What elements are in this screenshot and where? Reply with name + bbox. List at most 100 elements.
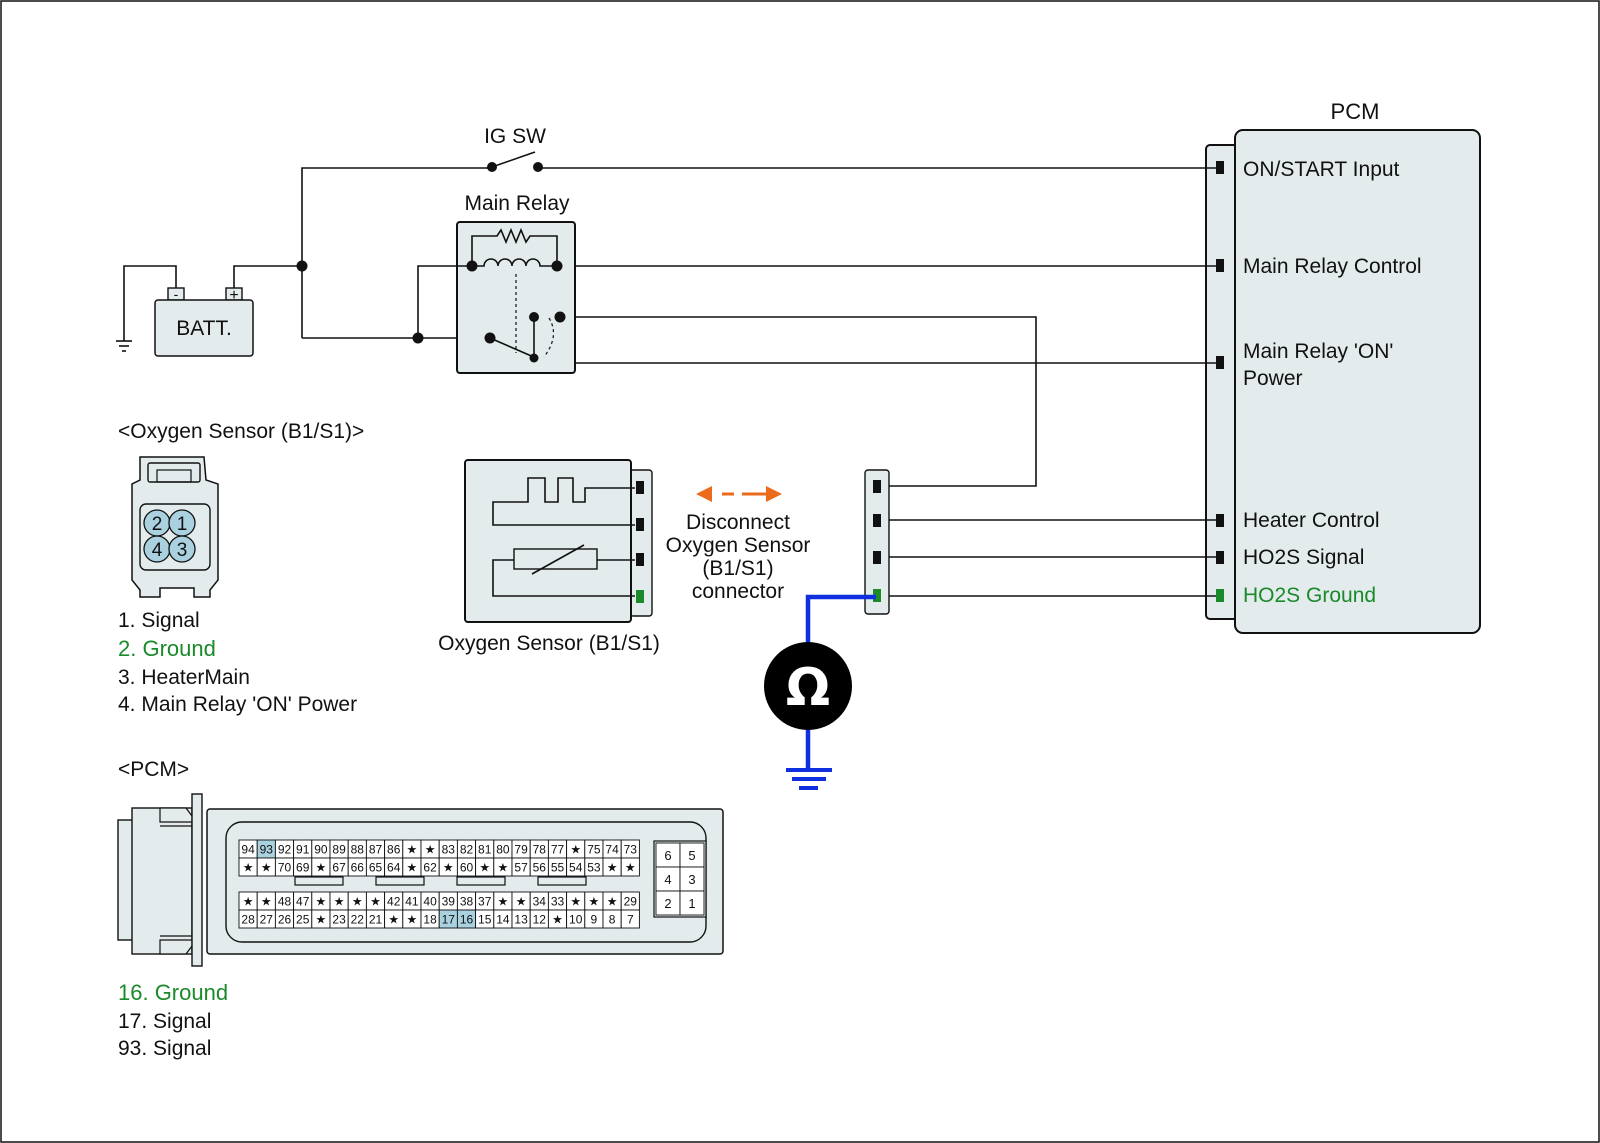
sensor-connector-title: <Oxygen Sensor (B1/S1)> bbox=[118, 420, 364, 443]
battery: - + BATT. bbox=[154, 286, 254, 357]
pcm-label-main-relay-control: Main Relay Control bbox=[1243, 255, 1422, 278]
pcm-pin-label: ★ bbox=[425, 843, 436, 857]
arrow-right-icon bbox=[766, 486, 782, 502]
pcm-small-pin-cell bbox=[655, 890, 681, 916]
pcm-pin-label: ★ bbox=[498, 895, 509, 909]
pcm-connector-side-tab-top bbox=[159, 807, 193, 823]
pcm-pin-main-relay-control bbox=[1216, 259, 1224, 272]
pcm-small-pin-cell bbox=[679, 866, 705, 892]
sensor-heater-element bbox=[492, 477, 635, 526]
pcm-pin-main-relay-power bbox=[1216, 356, 1224, 369]
pcm-pin-label: 64 bbox=[387, 861, 401, 875]
relay-contact-pivot bbox=[484, 332, 496, 344]
ohm-symbol: Ω bbox=[786, 658, 830, 718]
pcm-housing bbox=[1234, 129, 1481, 634]
oxygen-sensor: Oxygen Sensor (B1/S1) bbox=[438, 459, 660, 655]
pcm-small-pin-label: 6 bbox=[664, 848, 671, 863]
pcm-small-pin-cell bbox=[655, 842, 681, 868]
pcm-pin-ho2s-signal bbox=[1216, 551, 1224, 564]
sensor-pin-3-label: 3 bbox=[177, 540, 188, 561]
pcm-small-pin-label: 1 bbox=[688, 896, 695, 911]
pcm-pin-label: ★ bbox=[316, 861, 327, 875]
pcm-pin-label: ★ bbox=[388, 913, 399, 927]
oxygen-sensor-connector: <Oxygen Sensor (B1/S1)> 2 1 4 3 1. Signa… bbox=[118, 420, 364, 716]
pcm-small-pin-label: 3 bbox=[688, 872, 695, 887]
pcm-label-on-start: ON/START Input bbox=[1243, 158, 1400, 181]
pcm-pin-label: 13 bbox=[514, 913, 528, 927]
pcm-pin-label: ★ bbox=[552, 913, 563, 927]
relay-coil-terminal-1 bbox=[466, 260, 478, 272]
pcm-pin-label: ★ bbox=[479, 861, 490, 875]
ohmmeter-icon bbox=[764, 642, 852, 730]
battery-label: BATT. bbox=[176, 317, 232, 340]
harness-pin-1 bbox=[873, 480, 881, 493]
sensor-pin-1-label: 1 bbox=[177, 514, 188, 535]
sensor-caption: Oxygen Sensor (B1/S1) bbox=[438, 632, 660, 655]
pcm-pin-label: ★ bbox=[261, 861, 272, 875]
relay-coil-terminal-2 bbox=[551, 260, 563, 272]
battery-body bbox=[154, 299, 254, 357]
arrow-left-icon bbox=[696, 486, 712, 502]
pcm-pin-cell bbox=[620, 857, 640, 877]
sensor-legend-4: 4. Main Relay 'ON' Power bbox=[118, 693, 357, 716]
harness-connector bbox=[864, 469, 890, 615]
pcm-pin-label: 65 bbox=[369, 861, 383, 875]
pcm-pin-label: 21 bbox=[369, 913, 383, 927]
pcm-connector-title: <PCM> bbox=[118, 758, 189, 781]
pcm-small-pin-label: 5 bbox=[688, 848, 695, 863]
pcm-pin-label: ★ bbox=[261, 895, 272, 909]
harness-pin-3 bbox=[873, 551, 881, 564]
pcm-pin-label: 48 bbox=[278, 895, 292, 909]
pcm-pin-label: 78 bbox=[533, 843, 547, 857]
pcm-key-slot-3 bbox=[456, 876, 506, 886]
pcm-pin-label: 54 bbox=[569, 861, 583, 875]
ig-switch-contact-2 bbox=[533, 162, 543, 172]
battery-plus-sign: + bbox=[229, 287, 238, 304]
wire-relay-coil-feed bbox=[417, 265, 472, 338]
pcm-pin-label: 92 bbox=[278, 843, 292, 857]
harness-pin-2 bbox=[873, 514, 881, 527]
relay-output-terminal bbox=[554, 311, 566, 323]
pcm-pin-label: 7 bbox=[627, 913, 634, 927]
disconnect-line-3: (B1/S1) bbox=[702, 557, 773, 580]
pcm-pin-label: 27 bbox=[260, 913, 274, 927]
pcm-connector-flange bbox=[191, 793, 203, 967]
pcm-pin-label: 22 bbox=[351, 913, 365, 927]
pcm-pin-label: 93 bbox=[260, 843, 274, 857]
pcm-pin-label: ★ bbox=[243, 861, 254, 875]
harness-connector-body bbox=[864, 469, 890, 615]
sensor-pin-2-label: 2 bbox=[152, 514, 163, 535]
pcm-pin-label: 15 bbox=[478, 913, 492, 927]
pcm-pin-label: 40 bbox=[423, 895, 437, 909]
pcm-pin-label: ★ bbox=[625, 861, 636, 875]
pcm-pin-label: 77 bbox=[551, 843, 565, 857]
pcm-pin-label: 10 bbox=[569, 913, 583, 927]
pcm-pin-label: 37 bbox=[478, 895, 492, 909]
pcm-pin-label: ★ bbox=[243, 895, 254, 909]
pcm-pin-label: 25 bbox=[296, 913, 310, 927]
pcm-pin-on-start bbox=[1216, 161, 1224, 174]
pcm-pin-label: ★ bbox=[589, 895, 600, 909]
pcm-pin-label: 16 bbox=[460, 913, 474, 927]
pcm-pin-label: ★ bbox=[316, 913, 327, 927]
pcm-pin-label: 74 bbox=[605, 843, 619, 857]
pcm-pin-label: 81 bbox=[478, 843, 492, 857]
relay-contact-terminal bbox=[529, 312, 539, 322]
pcm-small-pin-label: 4 bbox=[664, 872, 671, 887]
disconnect-line-1: Disconnect bbox=[686, 511, 790, 534]
pcm-pin-label: 9 bbox=[591, 913, 598, 927]
pcm-pin-label: 47 bbox=[296, 895, 310, 909]
pcm-pin-label: 8 bbox=[609, 913, 616, 927]
pcm-pin-label: ★ bbox=[570, 895, 581, 909]
pcm-pin-label: 82 bbox=[460, 843, 474, 857]
pcm-connector-side-body bbox=[131, 807, 193, 955]
pcm-pin-label: 18 bbox=[423, 913, 437, 927]
pcm-pin-label: 39 bbox=[442, 895, 456, 909]
relay-coil-icon bbox=[472, 258, 557, 267]
pcm-small-pin-cell bbox=[679, 842, 705, 868]
pcm-pin-label: 79 bbox=[514, 843, 528, 857]
pcm-pin-label: 57 bbox=[514, 861, 528, 875]
harness-pin-4 bbox=[873, 589, 881, 602]
